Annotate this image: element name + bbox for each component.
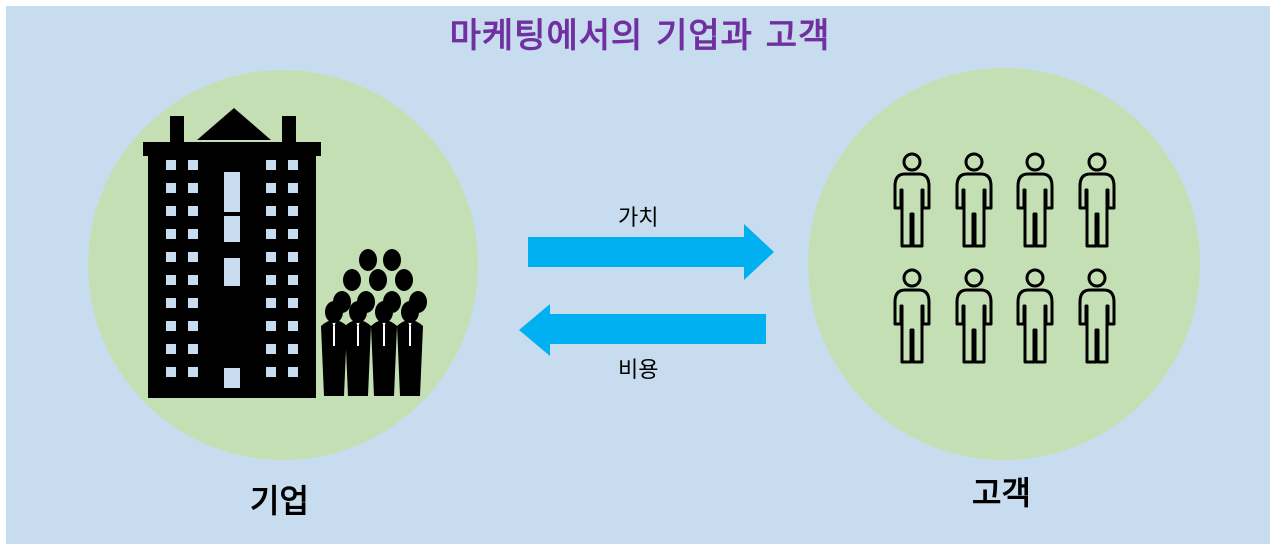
customer-people-group [893, 152, 1116, 364]
diagram-title: 마케팅에서의 기업과 고객 [449, 16, 831, 56]
customer-circle [808, 68, 1200, 460]
person-outline-icon [1016, 152, 1054, 248]
person-outline-icon [1078, 268, 1116, 364]
person-outline-icon [1078, 152, 1116, 248]
person-outline-icon [955, 152, 993, 248]
company-label: 기업 [250, 482, 309, 520]
person-outline-icon [1016, 268, 1054, 364]
office-building-icon [143, 108, 321, 398]
cost-arrow [519, 304, 766, 356]
cost-label: 비용 [618, 358, 659, 383]
person-outline-icon [893, 268, 931, 364]
person-outline-icon [955, 268, 993, 364]
customer-label: 고객 [972, 474, 1031, 512]
value-arrow [528, 224, 774, 280]
value-label: 가치 [618, 206, 659, 231]
person-outline-icon [893, 152, 931, 248]
business-group-icon [321, 249, 427, 396]
